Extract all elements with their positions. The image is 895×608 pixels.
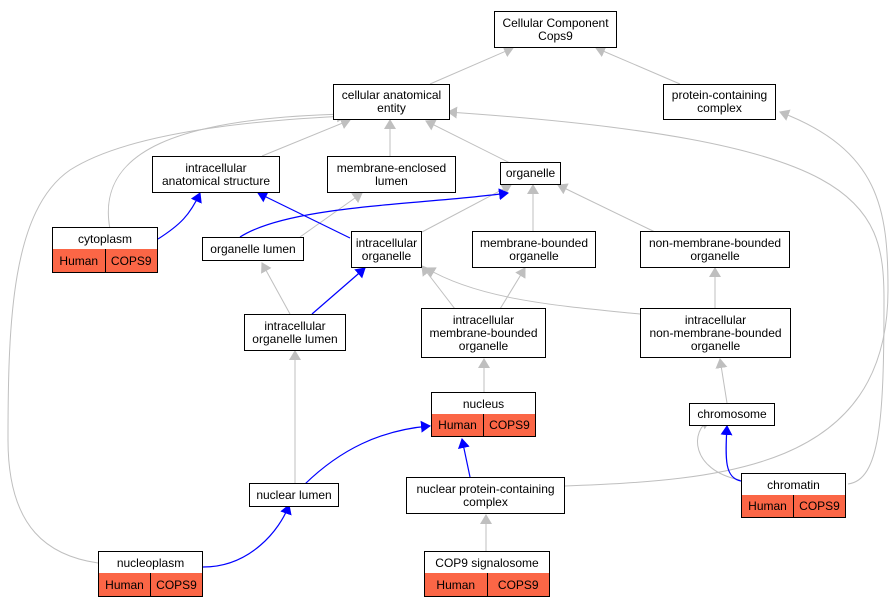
- species-cell: Human: [425, 573, 487, 596]
- edge-intorg-org: [421, 183, 512, 233]
- edge-cyto-cae: [107, 108, 347, 230]
- edge-orglumen-org: [239, 188, 509, 238]
- node-chromosome[interactable]: chromosome: [689, 403, 775, 426]
- edge-chromosome-inmbo: [715, 358, 728, 404]
- edge-cae-root: [429, 46, 514, 85]
- node-nucleus[interactable]: nucleus Human COPS9: [431, 392, 536, 437]
- node-title: nucleus: [432, 393, 535, 416]
- edge-nuclearlumen-nucleus: [304, 420, 431, 485]
- node-intracellular-non-membrane-bounded-organelle[interactable]: intracellular non-membrane-bounded organ…: [640, 308, 791, 358]
- edge-imbo-mbo: [499, 267, 526, 310]
- species-cell: Human: [53, 249, 105, 272]
- edge-org-cae: [425, 119, 513, 165]
- node-intracellular-membrane-bounded-organelle[interactable]: intracellular membrane-bounded organelle: [421, 308, 546, 358]
- node-chromatin[interactable]: chromatin Human COPS9: [741, 473, 846, 518]
- gene-cell: COPS9: [104, 249, 157, 272]
- node-nuclear-lumen[interactable]: nuclear lumen: [249, 483, 339, 507]
- edge-cytoplasm-ias: [157, 192, 202, 240]
- gene-cell: COPS9: [793, 495, 845, 517]
- node-intracellular-organelle-lumen[interactable]: intracellular organelle lumen: [244, 314, 346, 351]
- edge-chromatin-pcc-spine: [447, 106, 885, 485]
- edge-npcc-nucleus: [457, 438, 471, 478]
- edge-ias-cae: [261, 117, 351, 157]
- edge-nucleoplasm-cae: [7, 110, 347, 564]
- node-cellular-anatomical-entity[interactable]: cellular anatomical entity: [333, 84, 450, 120]
- species-cell: Human: [742, 495, 793, 517]
- edge-nmbo-org: [557, 183, 656, 233]
- edge-imbo-intorg: [421, 265, 456, 310]
- node-title: chromatin: [742, 474, 845, 497]
- edge-chromatin-chromosome: [720, 425, 742, 482]
- node-title: cytoplasm: [53, 228, 157, 251]
- node-organelle[interactable]: organelle: [500, 162, 561, 185]
- edge-pcc-root: [595, 46, 681, 85]
- node-nucleoplasm[interactable]: nucleoplasm Human COPS9: [98, 551, 203, 597]
- node-protein-containing-complex[interactable]: protein-containing complex: [663, 84, 776, 120]
- node-cellular-component-cops9[interactable]: Cellular Component Cops9: [494, 11, 617, 48]
- node-non-membrane-bounded-organelle[interactable]: non-membrane-bounded organelle: [640, 231, 790, 268]
- gene-cell: COPS9: [150, 573, 202, 596]
- edge-chromatin-cae: [697, 418, 741, 481]
- node-nuclear-protein-containing-complex[interactable]: nuclear protein-containing complex: [406, 477, 565, 514]
- node-cytoplasm[interactable]: cytoplasm Human COPS9: [52, 227, 158, 273]
- gene-cell: COPS9: [483, 414, 535, 436]
- edge-npcc-pcc: [564, 109, 889, 487]
- node-intracellular-anatomical-structure[interactable]: intracellular anatomical structure: [152, 156, 280, 193]
- node-title: COP9 signalosome: [425, 552, 549, 575]
- edge-iol-intorg: [311, 267, 366, 315]
- node-cop9-signalosome[interactable]: COP9 signalosome Human COPS9: [424, 551, 550, 597]
- node-intracellular-organelle[interactable]: intracellular organelle: [351, 231, 422, 268]
- edge-inmbo-intorg: [425, 267, 641, 315]
- species-cell: Human: [432, 414, 483, 436]
- node-organelle-lumen[interactable]: organelle lumen: [202, 237, 304, 261]
- node-membrane-bounded-organelle[interactable]: membrane-bounded organelle: [472, 231, 596, 268]
- node-title: nucleoplasm: [99, 552, 202, 575]
- edge-orglumen-mel: [299, 192, 363, 238]
- gene-cell: COPS9: [486, 573, 549, 596]
- node-membrane-enclosed-lumen[interactable]: membrane-enclosed lumen: [327, 156, 456, 193]
- edge-iol-orglumen: [261, 262, 291, 315]
- edge-nucleoplasm-nuclearlumen: [202, 504, 292, 568]
- species-cell: Human: [99, 573, 150, 596]
